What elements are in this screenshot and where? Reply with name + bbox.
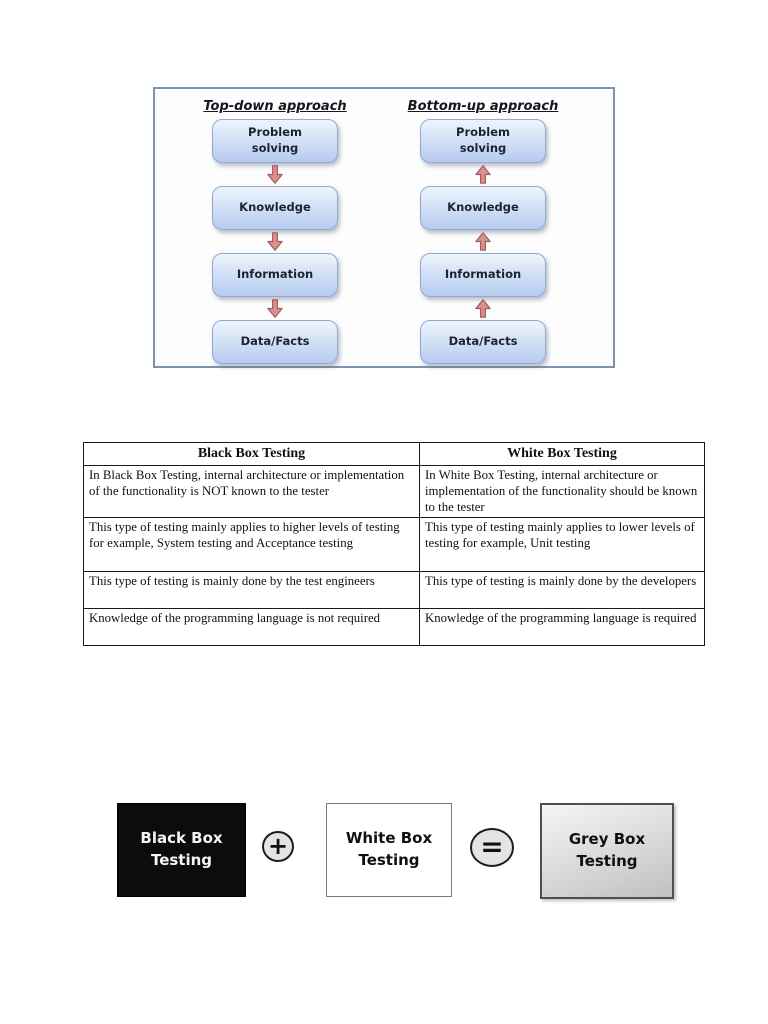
table-cell: This type of testing is mainly done by t…: [419, 571, 705, 610]
down-arrow-icon: [267, 299, 283, 318]
equals-icon: =: [470, 828, 514, 867]
plus-icon: +: [262, 831, 294, 862]
table-cell: This type of testing mainly applies to l…: [419, 517, 705, 573]
bottom-up-column: Bottom-up approach Problem solving Knowl…: [398, 89, 568, 364]
table-cell: Knowledge of the programming language is…: [83, 608, 420, 647]
table-cell: This type of testing is mainly done by t…: [83, 571, 420, 610]
knowledge-box: Knowledge: [420, 186, 546, 230]
down-arrow-icon: [267, 232, 283, 251]
data-facts-box: Data/Facts: [212, 320, 338, 364]
testing-comparison-table: Black Box Testing White Box Testing In B…: [83, 442, 705, 647]
information-box: Information: [212, 253, 338, 297]
problem-solving-box: Problem solving: [212, 119, 338, 163]
information-label: Information: [444, 267, 522, 282]
information-box: Information: [420, 253, 546, 297]
approaches-diagram-panel: Top-down approach Problem solving Knowle…: [153, 87, 615, 368]
data-facts-label: Data/Facts: [240, 334, 310, 349]
table-row: In Black Box Testing, internal architect…: [83, 464, 705, 519]
top-down-title: Top-down approach: [203, 99, 347, 114]
black-box-header: Black Box Testing: [83, 442, 420, 466]
up-arrow-icon: [475, 232, 491, 251]
data-facts-box: Data/Facts: [420, 320, 546, 364]
black-box-testing-label: Black Box Testing: [140, 829, 223, 869]
plus-symbol: +: [267, 831, 289, 860]
white-box-testing-label: White Box Testing: [345, 829, 433, 869]
knowledge-label: Knowledge: [447, 200, 519, 215]
grey-box-testing-box: Grey Box Testing: [540, 803, 674, 899]
table-cell: In White Box Testing, internal architect…: [419, 464, 705, 519]
table-row: This type of testing is mainly done by t…: [83, 571, 705, 610]
white-box-header: White Box Testing: [419, 442, 705, 466]
table-header-row: Black Box Testing White Box Testing: [83, 442, 705, 466]
bottom-up-title: Bottom-up approach: [407, 99, 559, 114]
problem-solving-label: Problem solving: [248, 125, 302, 155]
knowledge-box: Knowledge: [212, 186, 338, 230]
knowledge-label: Knowledge: [239, 200, 311, 215]
problem-solving-box: Problem solving: [420, 119, 546, 163]
table-row: This type of testing mainly applies to h…: [83, 517, 705, 573]
white-box-testing-box: White Box Testing: [326, 803, 452, 897]
black-box-testing-box: Black Box Testing: [117, 803, 246, 897]
information-label: Information: [236, 267, 314, 282]
down-arrow-icon: [267, 165, 283, 184]
equals-symbol: =: [480, 829, 504, 863]
table-cell: This type of testing mainly applies to h…: [83, 517, 420, 573]
table-row: Knowledge of the programming language is…: [83, 608, 705, 647]
table-cell: In Black Box Testing, internal architect…: [83, 464, 420, 519]
up-arrow-icon: [475, 299, 491, 318]
data-facts-label: Data/Facts: [448, 334, 518, 349]
top-down-column: Top-down approach Problem solving Knowle…: [190, 89, 360, 364]
table-cell: Knowledge of the programming language is…: [419, 608, 705, 647]
problem-solving-label: Problem solving: [456, 125, 510, 155]
grey-box-testing-label: Grey Box Testing: [568, 830, 646, 870]
up-arrow-icon: [475, 165, 491, 184]
